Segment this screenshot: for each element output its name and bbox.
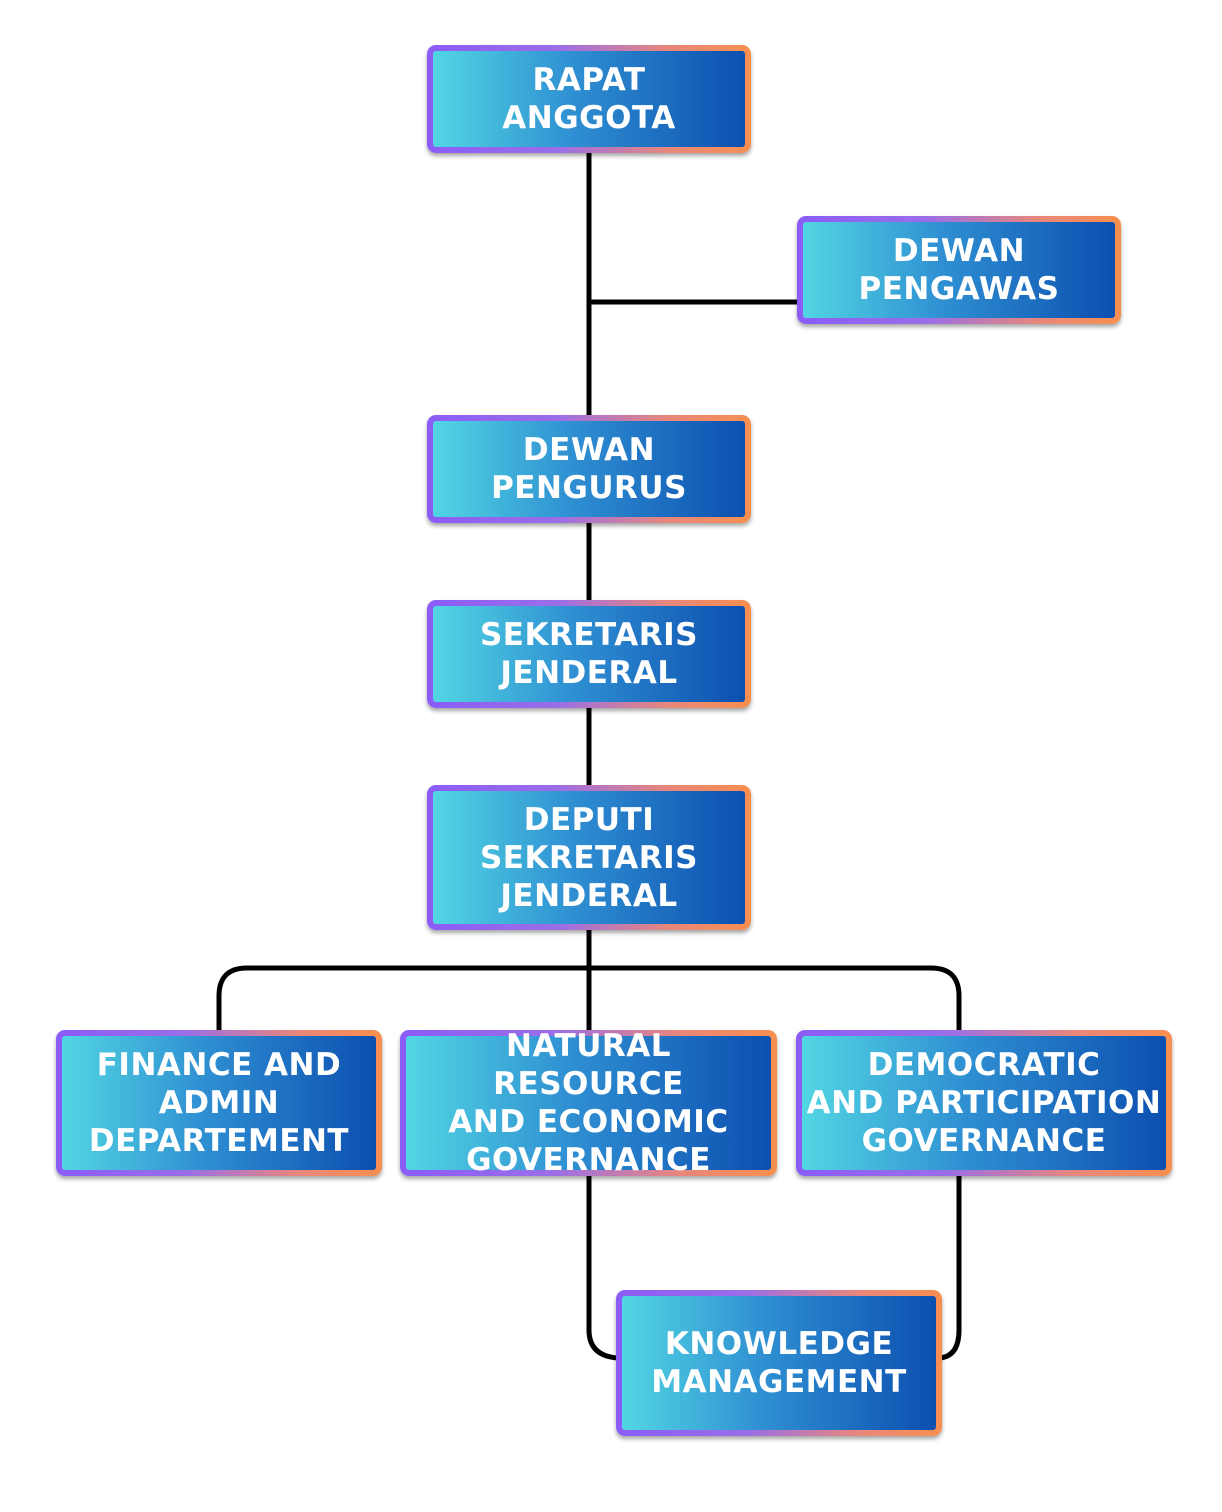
node-dewan-pengawas: DEWAN PENGAWAS [797, 216, 1121, 324]
connector-horizontal-bus [216, 965, 962, 1030]
node-label: SEKRETARIS JENDERAL [479, 617, 699, 691]
node-natural-resource: NATURAL RESOURCE AND ECONOMIC GOVERNANCE [400, 1028, 777, 1178]
node-dewan-pengurus: DEWAN PENGURUS [427, 415, 751, 523]
node-finance-admin: FINANCE AND ADMIN DEPARTEMENT [56, 1030, 382, 1176]
connector-natural-to-knowledge [586, 1173, 619, 1361]
node-label: FINANCE AND ADMIN DEPARTEMENT [88, 1047, 350, 1159]
node-deputi-sekretaris-jenderal: DEPUTI SEKRETARIS JENDERAL [427, 785, 751, 930]
node-label: RAPAT ANGGOTA [502, 62, 676, 136]
node-knowledge-management: KNOWLEDGE MANAGEMENT [616, 1290, 942, 1436]
node-label: NATURAL RESOURCE AND ECONOMIC GOVERNANCE [448, 1028, 729, 1178]
node-rapat-anggota: RAPAT ANGGOTA [427, 45, 751, 153]
node-label: DEWAN PENGAWAS [858, 233, 1060, 307]
node-label: DEMOCRATIC AND PARTICIPATION GOVERNANCE [806, 1047, 1162, 1159]
node-label: DEPUTI SEKRETARIS JENDERAL [479, 801, 699, 914]
node-label: DEWAN PENGURUS [491, 432, 687, 506]
node-sekretaris-jenderal: SEKRETARIS JENDERAL [427, 600, 751, 708]
node-label: KNOWLEDGE MANAGEMENT [651, 1326, 907, 1400]
connector-democratic-to-knowledge [939, 1173, 962, 1361]
node-democratic-participation: DEMOCRATIC AND PARTICIPATION GOVERNANCE [796, 1030, 1172, 1176]
